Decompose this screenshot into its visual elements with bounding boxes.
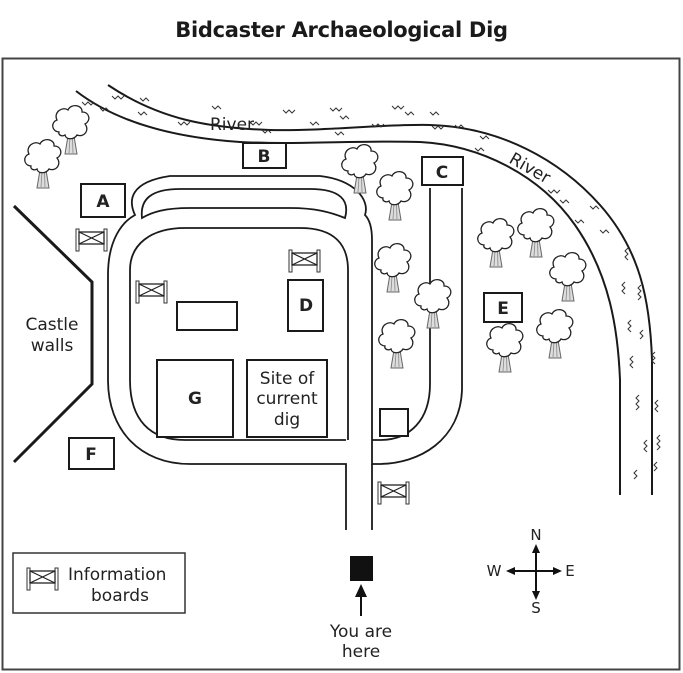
river-ripples	[81, 95, 661, 480]
svg-text:Site of: Site of	[260, 369, 315, 389]
building-b[interactable]: B	[242, 142, 287, 169]
information-board-icon[interactable]	[135, 280, 168, 304]
svg-text:current: current	[256, 389, 318, 409]
you-are-here-label-2: here	[342, 642, 380, 662]
legend: Information boards	[12, 552, 186, 614]
legend-label-1: Information	[68, 565, 166, 585]
building-a[interactable]: A	[80, 183, 126, 218]
castle-walls-label-1: Castle	[26, 315, 79, 335]
tree-icon	[24, 138, 62, 189]
compass-rose: N S W E	[487, 526, 575, 617]
information-board-icon[interactable]	[288, 249, 321, 273]
svg-text:D: D	[299, 296, 313, 316]
tree-icon	[486, 322, 524, 373]
tree-icon	[536, 308, 574, 359]
compass-south: S	[531, 599, 541, 617]
tree-icon	[378, 318, 416, 369]
river-label-west: River	[210, 115, 254, 135]
compass-west: W	[487, 562, 502, 580]
tree-icon	[376, 170, 414, 221]
tree-icon	[374, 242, 412, 293]
map-title: Bidcaster Archaeological Dig	[175, 18, 508, 42]
building-g[interactable]: G	[156, 359, 234, 438]
compass-east: E	[565, 562, 574, 580]
tree-icon	[549, 251, 587, 302]
svg-text:dig: dig	[274, 410, 300, 430]
you-are-here-marker: You are here	[329, 556, 392, 662]
building-c[interactable]: C	[421, 156, 464, 186]
information-board-icon[interactable]	[75, 228, 108, 252]
svg-text:A: A	[96, 192, 110, 212]
small-building[interactable]	[379, 408, 409, 437]
tree-icon	[517, 207, 555, 258]
compass-north: N	[530, 526, 541, 544]
river: River River	[75, 84, 661, 495]
you-are-here-label-1: You are	[329, 622, 392, 642]
map-frame	[1, 57, 681, 671]
svg-text:C: C	[436, 163, 448, 183]
tree-icon	[341, 143, 379, 194]
building-f[interactable]: F	[68, 437, 115, 470]
current-dig-site[interactable]: Site of current dig	[246, 359, 328, 438]
building-e[interactable]: E	[483, 292, 523, 323]
building-d[interactable]: D	[287, 279, 324, 332]
svg-text:G: G	[188, 389, 202, 409]
svg-text:E: E	[497, 299, 509, 319]
legend-label-2: boards	[91, 586, 149, 606]
river-label-east: River	[506, 149, 554, 188]
castle-walls: Castle walls	[12, 204, 94, 464]
castle-walls-label-2: walls	[31, 336, 74, 356]
svg-text:F: F	[85, 445, 97, 465]
roads	[107, 175, 463, 530]
svg-text:B: B	[258, 147, 271, 167]
information-board-icon[interactable]	[377, 481, 410, 505]
tree-icon	[477, 217, 515, 268]
tree-icon	[414, 278, 452, 329]
unlabelled-building[interactable]	[176, 301, 238, 331]
